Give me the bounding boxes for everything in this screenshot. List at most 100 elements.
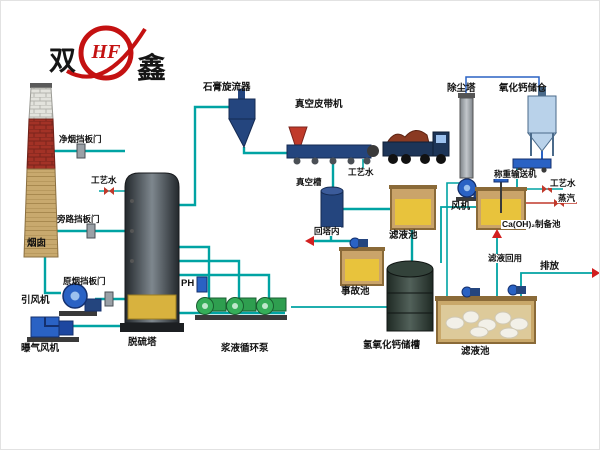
calcium-hydroxide-storage-tank	[386, 260, 434, 332]
induced-draft-fan	[59, 283, 102, 316]
calcium-oxide-silo	[526, 87, 558, 156]
dampers	[76, 143, 114, 307]
logo-swoosh	[65, 27, 147, 79]
transfer-pump	[461, 286, 480, 298]
truck-bed	[382, 141, 436, 157]
silo-vent	[538, 87, 546, 96]
chimney-base-section	[23, 168, 59, 258]
pipe-cyclone-underflow	[242, 147, 287, 155]
label-caoh2-preparation-pool: Ca(OH)₂制备池	[501, 219, 562, 230]
conveyor-frame	[512, 158, 552, 169]
label-dust-removal-tower: 除尘塔	[447, 83, 476, 94]
ph-instrument	[196, 276, 208, 293]
label-return-to-tower: 回塔内	[313, 226, 341, 237]
pool1-liquid	[395, 199, 431, 225]
caoh-body	[386, 268, 434, 332]
fan-base	[59, 311, 97, 316]
arrow-discharge	[592, 268, 599, 278]
pool2-floc	[445, 316, 465, 330]
accident-liquid	[345, 259, 379, 281]
label-chimney: 烟囱	[27, 238, 47, 249]
cyclone-cone	[228, 118, 256, 149]
label-slurry-pumps: 浆液循环泵	[221, 343, 269, 354]
dust-tower-column	[459, 97, 474, 179]
vacuum-tank-body	[320, 190, 344, 228]
slurry-circulation-pumps	[195, 297, 287, 320]
label-clean-smoke-damper: 净烟挡板门	[59, 134, 102, 144]
arrow-return-to-tower	[305, 236, 314, 246]
belt-roller	[311, 157, 319, 165]
truck-wheel	[388, 154, 398, 164]
fan-motor	[84, 298, 102, 312]
label-desulfurization-tower: 脱硫塔	[128, 337, 157, 348]
logo-char-left: 双	[49, 46, 76, 76]
label-caoh-storage: 氢氧化钙储槽	[363, 340, 421, 351]
label-vacuum-tank: 真空槽	[295, 177, 323, 188]
pool2-floc	[509, 317, 529, 331]
slurry-pump	[195, 297, 227, 320]
gypsum-truck	[382, 130, 450, 164]
belt-roller	[329, 157, 337, 165]
label-fan: 风机	[451, 201, 471, 212]
damper-bypass	[86, 223, 96, 239]
pipe-pump-2	[179, 259, 241, 301]
pipe-dust-line	[465, 76, 540, 93]
valve-process-water-1	[104, 187, 114, 195]
chimney	[23, 83, 59, 258]
accident-rim	[339, 247, 385, 251]
blower-base	[27, 337, 79, 342]
tower-base	[120, 323, 184, 332]
label-process-water-2: 工艺水	[347, 167, 375, 178]
belt-hopper	[288, 126, 308, 146]
label-gypsum-cyclone: 石膏旋流器	[203, 82, 251, 93]
truck-wheel	[436, 154, 446, 164]
cyclone-body	[228, 98, 256, 120]
label-steam: 蒸汽	[557, 193, 577, 204]
tower-nozzle	[130, 259, 134, 263]
cyclone-vent	[238, 89, 245, 99]
label-filtrate-reuse: 滤液回用	[487, 253, 524, 264]
pipe-pump-1	[179, 245, 211, 301]
filtrate-pool-1	[389, 185, 437, 230]
pool2-floc	[462, 310, 480, 324]
conveyor-roller	[541, 167, 547, 173]
truck-window	[436, 135, 446, 143]
chimney-mid-section	[26, 118, 56, 170]
slurry-pump	[225, 297, 257, 320]
vacuum-belt-machine	[286, 126, 379, 165]
blower-pipe	[44, 317, 59, 327]
pool2-rim	[435, 296, 537, 301]
label-vacuum-belt: 真空皮带机	[295, 99, 343, 110]
logo-ring	[78, 25, 134, 81]
pipe-pool-to-dust-tower	[446, 182, 460, 297]
pool2-floc	[499, 327, 519, 339]
label-weighing-conveyor: 称重输送机	[493, 169, 538, 180]
belt-frame	[286, 144, 372, 159]
fan-hub	[70, 291, 80, 301]
dust-fan-hub	[463, 184, 471, 192]
silo-cone	[526, 132, 558, 152]
belt-head-pulley	[367, 145, 379, 157]
logo-monogram: HF	[91, 41, 121, 63]
pipe-prep-to-storage	[440, 206, 477, 263]
transfer-pump	[349, 237, 368, 249]
truck-load	[386, 130, 430, 144]
pipe-gypsum-to-cyclone	[179, 105, 229, 207]
tower-shell	[124, 172, 180, 324]
label-accident-pool: 事故池	[341, 286, 370, 297]
dust-tower-cap	[458, 93, 475, 98]
vacuum-tank	[320, 186, 344, 228]
gypsum-cyclone	[228, 89, 256, 149]
truck-wheel	[420, 154, 430, 164]
label-bypass-damper: 旁路挡板门	[57, 214, 100, 224]
accident-pool	[339, 247, 385, 286]
label-calcium-oxide-silo: 氧化钙储仓	[499, 83, 547, 94]
chimney-top-section	[28, 87, 54, 120]
transfer-pump	[507, 284, 526, 296]
filtrate-pool-2	[435, 296, 537, 344]
belt-roller	[363, 157, 371, 165]
tower-nozzle	[130, 229, 134, 233]
tower-slurry	[127, 294, 177, 320]
